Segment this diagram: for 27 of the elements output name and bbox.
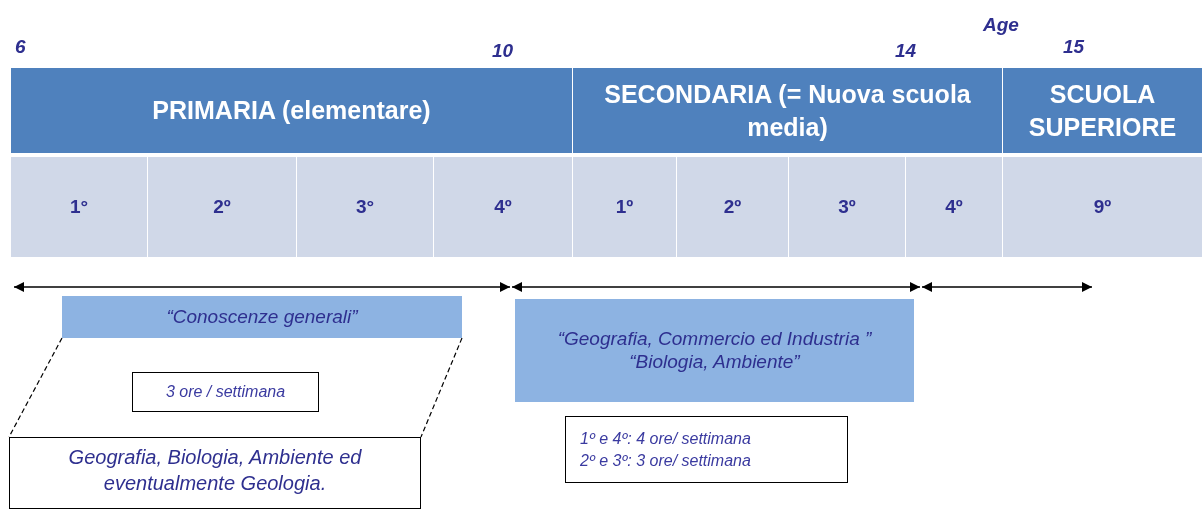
grade-cell: 2º xyxy=(148,157,296,257)
subject-text: “Biologia, Ambiente” xyxy=(629,350,800,374)
grade-cell: 4º xyxy=(434,157,572,257)
grade-cell: 3° xyxy=(297,157,433,257)
school-level-band: SECONDARIA (= Nuova scuola media) xyxy=(573,68,1002,153)
grade-cell: 4º xyxy=(906,157,1002,257)
grade-cell: 1º xyxy=(573,157,676,257)
school-level-band: PRIMARIA (elementare) xyxy=(11,68,572,153)
age-label: 14 xyxy=(895,40,917,62)
grade-cell: 3º xyxy=(789,157,905,257)
age-label: 10 xyxy=(492,40,514,62)
grade-cell: 2º xyxy=(677,157,788,257)
hours-box xyxy=(565,416,848,483)
school-level-band: SCUOLA SUPERIORE xyxy=(1003,68,1202,153)
dashed-connector xyxy=(420,337,463,438)
hours-box: 3 ore / settimana xyxy=(132,372,319,412)
subject-text: 2º e 3º: 3 ore/ settimana xyxy=(579,450,751,471)
axis-title: Age xyxy=(983,14,1019,36)
grade-cell: 1° xyxy=(11,157,147,257)
subject-box: “Conoscenze generali” xyxy=(62,296,462,338)
grade-cell: 9º xyxy=(1003,157,1202,257)
age-label: 6 xyxy=(15,36,26,58)
subject-detail-box: Geografia, Biologia, Ambiente ed eventualmente Geologia. xyxy=(9,437,421,509)
subject-text: “Geografia, Commercio ed Industria ” xyxy=(557,327,872,351)
subject-text: 1º e 4º: 4 ore/ settimana xyxy=(579,428,751,449)
age-label: 15 xyxy=(1063,36,1085,58)
subject-box xyxy=(515,299,914,402)
